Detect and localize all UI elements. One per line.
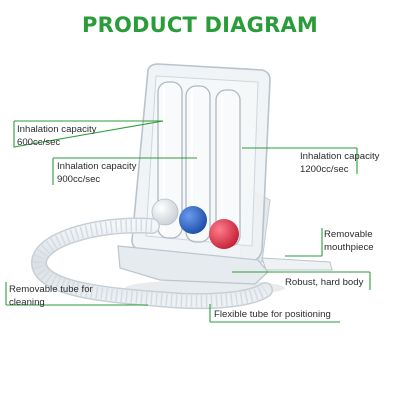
label-capacity-600: Inhalation capacity 600cc/sec	[17, 124, 97, 148]
label-hard-body: Robust, hard body	[285, 277, 364, 288]
mouthpiece	[261, 257, 333, 271]
label-mouthpiece: Removable mouthpiece	[324, 229, 374, 253]
page-title: PRODUCT DIAGRAM	[82, 13, 318, 37]
label-tube-cleaning: Removable tube for cleaning	[9, 284, 93, 308]
label-capacity-900: Inhalation capacity 900cc/sec	[57, 161, 137, 185]
callout-lines	[5, 120, 371, 323]
label-tube-flexible: Flexible tube for positioning	[214, 309, 331, 320]
blue-ball	[179, 206, 207, 234]
label-capacity-1200: Inhalation capacity 1200cc/sec	[300, 151, 380, 175]
red-ball	[209, 219, 239, 249]
white-ball	[151, 198, 179, 226]
chamber-1200	[215, 89, 241, 247]
